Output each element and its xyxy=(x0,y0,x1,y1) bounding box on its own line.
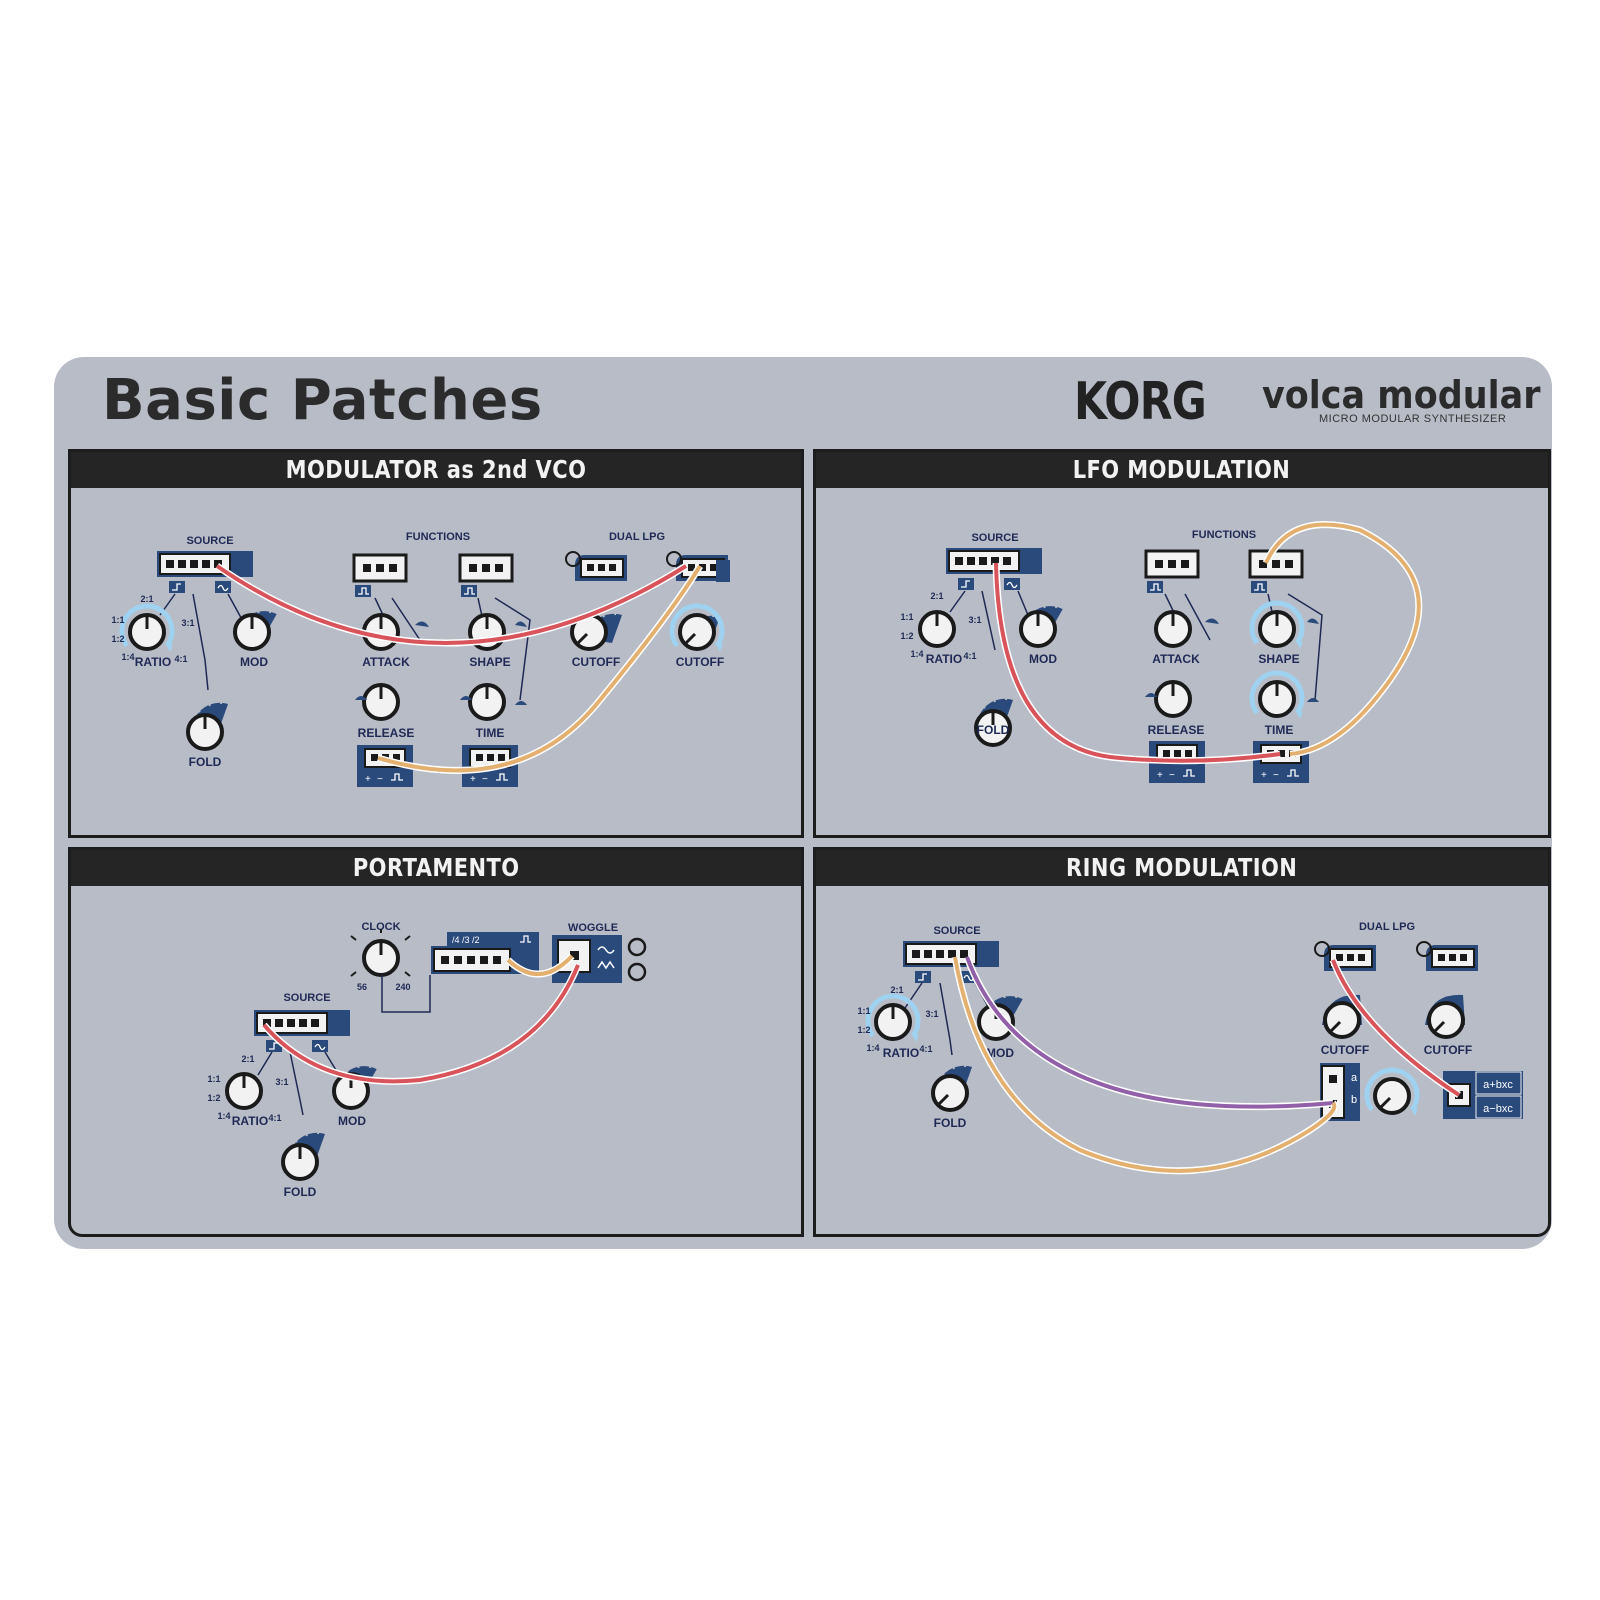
ratio-4-1: 4:1 xyxy=(174,654,187,664)
ratio-1-1: 1:1 xyxy=(207,1074,220,1084)
fold-label: FOLD xyxy=(977,723,1010,737)
product-subtitle: MICRO MODULAR SYNTHESIZER xyxy=(1319,413,1507,425)
fold-label: FOLD xyxy=(934,1116,967,1130)
input-b-label: b xyxy=(1351,1094,1357,1106)
ratio-4-1: 4:1 xyxy=(963,651,976,661)
mod-label: MOD xyxy=(338,1114,366,1128)
panel-portamento: PORTAMENTO xyxy=(68,847,804,1237)
sum-label: a+bxc xyxy=(1483,1079,1513,1091)
page-title: Basic Patches xyxy=(102,368,543,433)
orange-cable xyxy=(506,954,574,976)
mod-label: MOD xyxy=(240,655,268,669)
red-cable xyxy=(994,562,1281,763)
source-label: SOURCE xyxy=(283,992,330,1004)
attack-label: ATTACK xyxy=(1152,652,1200,666)
ratio-3-1: 3:1 xyxy=(968,615,981,625)
clock-min: 56 xyxy=(357,982,367,992)
input-a-label: a xyxy=(1351,1072,1358,1084)
panel-header: PORTAMENTO xyxy=(71,850,801,886)
source-label: SOURCE xyxy=(186,535,233,547)
orange-cable xyxy=(953,956,1337,1173)
ratio-label: RATIO xyxy=(135,655,171,669)
product-name: volca modular xyxy=(1262,373,1541,417)
source-label: SOURCE xyxy=(933,925,980,937)
cutoff-label: CUTOFF xyxy=(1424,1043,1472,1057)
ratio-3-1: 3:1 xyxy=(181,618,194,628)
modulator-diagram: SOURCE FUNCTIONS DUAL LPG 2:1 1:1 1:2 1:… xyxy=(111,531,730,788)
ratio-3-1: 3:1 xyxy=(925,1009,938,1019)
fold-label: FOLD xyxy=(284,1185,317,1199)
panel-title: RING MODULATION xyxy=(1066,853,1298,882)
ratio-2-1: 2:1 xyxy=(140,594,153,604)
orange-cable xyxy=(377,564,702,773)
ratio-2-1: 2:1 xyxy=(930,591,943,601)
mod-label: MOD xyxy=(1029,652,1057,666)
ratio-1-2: 1:2 xyxy=(900,631,913,641)
release-label: RELEASE xyxy=(1148,723,1205,737)
red-cable xyxy=(262,964,580,1084)
panel-title: PORTAMENTO xyxy=(352,853,520,882)
dual-lpg-label: DUAL LPG xyxy=(609,531,665,543)
time-label: TIME xyxy=(1265,723,1294,737)
orange-cable xyxy=(1264,522,1421,756)
lfo-diagram: SOURCE FUNCTIONS 2:1 1:1 1:2 1:4 3:1 4:1… xyxy=(900,521,1423,784)
ratio-1-4: 1:4 xyxy=(910,649,923,659)
panel-header: RING MODULATION xyxy=(816,850,1548,886)
panel-header: MODULATOR as 2nd VCO xyxy=(71,452,801,488)
cutoff-label: CUTOFF xyxy=(572,655,620,669)
ratio-3-1: 3:1 xyxy=(275,1077,288,1087)
ratio-1-4: 1:4 xyxy=(217,1111,230,1121)
ratio-1-4: 1:4 xyxy=(121,652,134,662)
release-label: RELEASE xyxy=(358,726,415,740)
cutoff-label: CUTOFF xyxy=(676,655,724,669)
clock-label: CLOCK xyxy=(361,921,400,933)
diff-label: a−bxc xyxy=(1483,1103,1513,1115)
panel-title: LFO MODULATION xyxy=(1073,455,1291,484)
shape-label: SHAPE xyxy=(469,655,510,669)
dual-lpg-label: DUAL LPG xyxy=(1359,921,1415,933)
time-label: TIME xyxy=(476,726,505,740)
ratio-1-2: 1:2 xyxy=(207,1093,220,1103)
korg-logo: KORG xyxy=(1074,372,1207,432)
mod-label: MOD xyxy=(986,1046,1014,1060)
clock-max: 240 xyxy=(395,982,410,992)
woggle-led xyxy=(627,937,647,957)
ratio-1-2: 1:2 xyxy=(111,634,124,644)
source-label: SOURCE xyxy=(971,532,1018,544)
cutoff-label: CUTOFF xyxy=(1321,1043,1369,1057)
woggle-label: WOGGLE xyxy=(568,922,618,934)
panel-modulator-2nd-vco: MODULATOR as 2nd VCO xyxy=(68,449,804,838)
woggle-led xyxy=(627,962,647,982)
ratio-1-1: 1:1 xyxy=(111,615,124,625)
ratio-label: RATIO xyxy=(926,652,962,666)
ratio-1-4: 1:4 xyxy=(866,1043,879,1053)
division-labels: /4 /3 /2 xyxy=(452,935,480,945)
red-cable xyxy=(215,564,688,645)
fold-label: FOLD xyxy=(189,755,222,769)
ratio-1-1: 1:1 xyxy=(857,1006,870,1016)
attack-label: ATTACK xyxy=(362,655,410,669)
ratio-4-1: 4:1 xyxy=(919,1044,932,1054)
shape-label: SHAPE xyxy=(1258,652,1299,666)
red-cable xyxy=(1331,959,1461,1097)
functions-label: FUNCTIONS xyxy=(406,531,470,543)
functions-label: FUNCTIONS xyxy=(1192,529,1256,541)
ratio-1-1: 1:1 xyxy=(900,612,913,622)
portamento-diagram: CLOCK 56 240 /4 /3 /2 WOGGLE SOURCE 2:1 … xyxy=(207,921,647,1199)
ratio-1-2: 1:2 xyxy=(857,1025,870,1035)
ratio-2-1: 2:1 xyxy=(241,1054,254,1064)
ring-mod-diagram: SOURCE 2:1 1:1 1:2 1:4 3:1 4:1 RATIO MOD… xyxy=(857,921,1523,1175)
ratio-4-1: 4:1 xyxy=(268,1113,281,1123)
panel-title: MODULATOR as 2nd VCO xyxy=(285,455,587,484)
ratio-label: RATIO xyxy=(883,1046,919,1060)
purple-cable xyxy=(965,956,1334,1109)
panel-header: LFO MODULATION xyxy=(816,452,1548,488)
ratio-2-1: 2:1 xyxy=(890,985,903,995)
ratio-label: RATIO xyxy=(232,1114,268,1128)
